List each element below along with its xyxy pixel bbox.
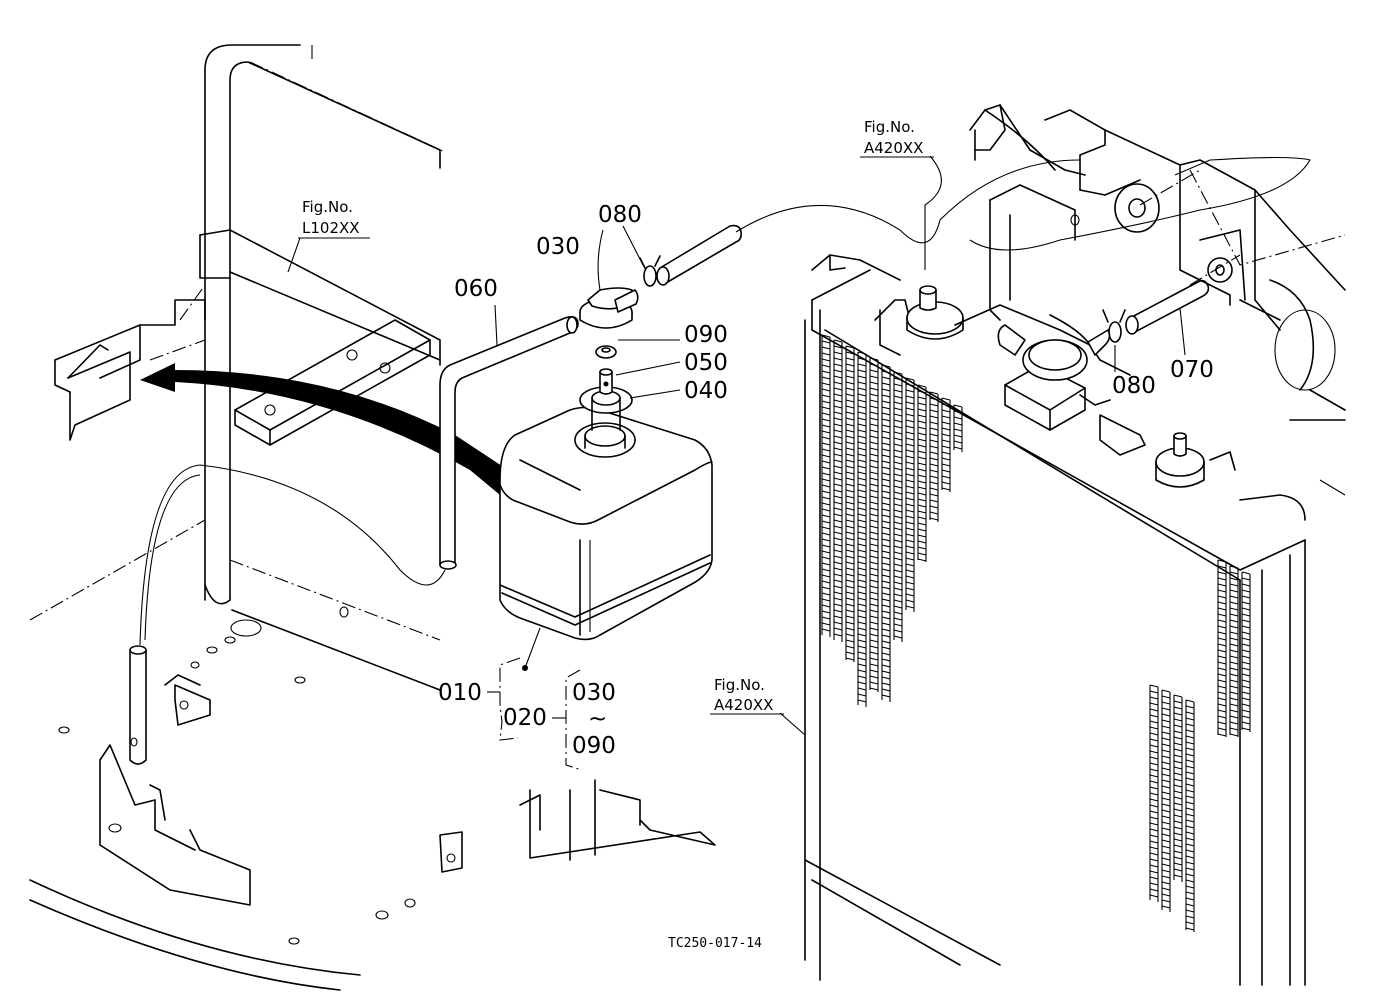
fig-ref-label: Fig.No. — [714, 676, 765, 694]
radiator-fin-column — [1149, 684, 1159, 902]
callout-080-left: 080 — [598, 202, 642, 228]
callout-labels: 010 020 030 ~ 090 030 080 060 090 050 04… — [438, 202, 1214, 759]
callout-030-range-start: 030 — [572, 680, 616, 706]
radiator-cap — [997, 324, 1146, 456]
callout-090: 090 — [684, 322, 728, 348]
radiator-fin-column — [869, 357, 879, 692]
engine-block — [969, 104, 1346, 496]
callout-060: 060 — [454, 276, 498, 302]
bracket-plate — [234, 319, 431, 446]
cap-030 — [579, 287, 639, 329]
fig-ref-l102xx: Fig.No. L102XX — [298, 198, 370, 239]
callout-050: 050 — [684, 350, 728, 376]
direction-arrow — [140, 363, 505, 495]
radiator-fin-column — [857, 351, 867, 707]
callout-range-tilde: ~ — [588, 706, 607, 732]
fig-ref-code: L102XX — [302, 219, 360, 237]
radiator-fin-column — [905, 377, 915, 612]
fig-ref-a420xx-top: Fig.No. A420XX — [860, 118, 934, 158]
hose-060 — [439, 316, 579, 570]
tank-leader — [487, 627, 583, 771]
radiator-fin-column — [1229, 565, 1239, 737]
radiator-fin-column — [1217, 559, 1227, 737]
callout-040: 040 — [684, 378, 728, 404]
radiator-fin-column — [833, 339, 843, 642]
callout-020: 020 — [503, 705, 547, 731]
radiator-fins — [821, 334, 1251, 932]
washer-090 — [595, 345, 617, 359]
radiator-fin-column — [1185, 699, 1195, 932]
mount-bracket — [54, 299, 206, 441]
fig-ref-label: Fig.No. — [302, 198, 353, 216]
clip-080a — [639, 255, 661, 287]
tube-050 — [599, 368, 613, 395]
cab-frame — [179, 44, 446, 691]
reserve-tank — [499, 406, 713, 641]
radiator-fin-column — [917, 384, 927, 562]
radiator-fin-column — [821, 334, 831, 637]
callout-030: 030 — [536, 234, 580, 260]
leader-lines — [287, 155, 1186, 736]
radiator-fin-column — [1241, 571, 1251, 732]
drawing-code: TC250-017-14 — [668, 936, 762, 951]
radiator-fin-column — [941, 397, 951, 492]
radiator-fin-column — [893, 371, 903, 642]
fig-ref-code: A420XX — [714, 696, 773, 714]
radiator-fin-column — [881, 364, 891, 702]
hose-upper — [656, 159, 1081, 286]
callout-080-right: 080 — [1112, 373, 1156, 399]
fig-ref-label: Fig.No. — [864, 118, 915, 136]
radiator-fin-column — [929, 391, 939, 522]
drain-pipe — [129, 464, 446, 765]
radiator-fin-column — [1173, 694, 1183, 882]
callout-010: 010 — [438, 680, 482, 706]
radiator-fin-column — [1161, 689, 1171, 912]
fig-ref-code: A420XX — [864, 139, 923, 157]
callout-070: 070 — [1170, 357, 1214, 383]
radiator-fin-column — [953, 404, 963, 452]
floor-plate — [29, 519, 716, 991]
fig-ref-a420xx-bottom: Fig.No. A420XX — [710, 676, 784, 715]
callout-090-range-end: 090 — [572, 733, 616, 759]
hose-070 — [1125, 279, 1210, 335]
radiator — [804, 254, 1306, 986]
packing-040 — [579, 386, 633, 431]
radiator-fin-column — [845, 345, 855, 662]
